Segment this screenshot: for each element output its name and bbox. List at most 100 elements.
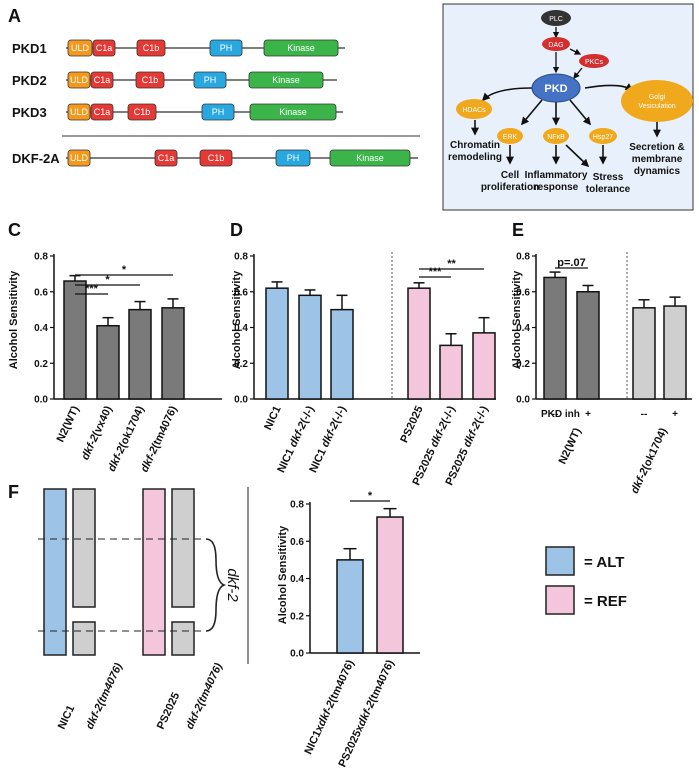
svg-text:membrane: membrane (632, 154, 683, 165)
bar (576, 291, 600, 400)
svg-text:C1a: C1a (158, 153, 175, 163)
domain-kinase (329, 149, 411, 167)
svg-text:ERK: ERK (503, 134, 518, 141)
node-dag (542, 37, 570, 51)
svg-text:HDACs: HDACs (462, 107, 486, 114)
svg-text:Cell: Cell (501, 170, 520, 181)
chart-e: Alcohol Sensitivity PKD inh 0.00.20.40.6… (511, 252, 692, 496)
bar (376, 516, 404, 654)
legend: = ALT = REF (545, 546, 627, 615)
significance-label: p=.07 (557, 257, 585, 269)
domain-c1b (199, 149, 233, 167)
bar (265, 287, 289, 400)
bar-dkf2-lower-2 (171, 621, 195, 656)
svg-text:DAG: DAG (548, 42, 563, 49)
bar (472, 332, 496, 400)
pathway-diagram: PLC DAG PKCs PKD HDACs ERK NFκB Hsp27 Go… (442, 3, 694, 211)
chromosome-diagram: dkf-2 NIC1 dkf-2(tm4076) PS2025 dkf-2(tm… (38, 487, 249, 732)
bar (128, 308, 152, 400)
legend-swatch-alt (545, 546, 575, 576)
svg-text:Kinase: Kinase (356, 153, 384, 163)
domain-kinase (248, 71, 324, 89)
svg-text:Chromatin: Chromatin (450, 140, 500, 151)
bar (632, 307, 656, 400)
protein-pkd1: PKD1 ULD C1a C1b PH Kinase (12, 39, 345, 57)
panel-label-d: D (230, 220, 243, 240)
y-tick-label: 0.6 (516, 287, 530, 298)
bar-dkf2-lower (72, 621, 96, 656)
y-tick-label: 0.0 (34, 395, 48, 406)
chart-d: Alcohol Sensitivity 0.00.20.40.60.8NIC1N… (231, 252, 496, 487)
legend-alt: = ALT (584, 554, 624, 571)
y-tick-label: 0.8 (290, 500, 304, 511)
svg-text:remodeling: remodeling (448, 152, 502, 163)
svg-text:Kinase: Kinase (272, 75, 300, 85)
svg-text:Secretion &: Secretion & (629, 142, 685, 153)
svg-text:C1b: C1b (143, 43, 160, 53)
svg-text:PKCs: PKCs (585, 59, 603, 66)
svg-text:PH: PH (287, 153, 300, 163)
svg-text:PH: PH (204, 75, 217, 85)
bar-ps2025 (142, 488, 166, 656)
y-tick-label: 0.0 (290, 649, 304, 660)
domain-c1b (135, 71, 165, 89)
significance-label: * (368, 490, 373, 502)
y-tick-label: 0.6 (234, 287, 248, 298)
significance-label: *** (85, 283, 99, 295)
y-tick-label: 0.4 (234, 323, 248, 334)
svg-text:C1a: C1a (96, 43, 113, 53)
node-plc (541, 10, 571, 26)
x-tick-label: N2(WT) (55, 404, 82, 444)
svg-text:C1b: C1b (134, 107, 151, 117)
domain-uld (67, 71, 91, 89)
svg-text:response: response (534, 182, 579, 193)
domain-ph (201, 103, 235, 121)
svg-text:ULD: ULD (70, 75, 89, 85)
bar (96, 324, 120, 400)
svg-text:Hsp27: Hsp27 (593, 134, 613, 141)
svg-text:PH: PH (212, 107, 225, 117)
domain-uld (67, 39, 93, 57)
panel-label-f: F (8, 482, 19, 502)
y-tick-label: 0.8 (34, 252, 48, 263)
svg-text:dkf-2: dkf-2 (224, 568, 241, 602)
svg-text:Vesiculation: Vesiculation (638, 103, 675, 110)
domain-ph (209, 39, 243, 57)
node-pkd (531, 73, 581, 103)
bar (161, 307, 185, 400)
svg-text:dynamics: dynamics (634, 166, 681, 177)
brace (205, 538, 227, 632)
svg-text:ULD: ULD (70, 107, 89, 117)
significance-label: ** (447, 258, 456, 270)
svg-text:tolerance: tolerance (586, 184, 631, 195)
bar (63, 280, 87, 400)
svg-text:Stress: Stress (593, 172, 624, 183)
node-pkcs (579, 54, 609, 68)
y-tick-label: 0.0 (516, 395, 530, 406)
svg-text:PKD: PKD (544, 83, 567, 95)
y-tick-label: 0.4 (290, 574, 304, 585)
legend-ref: = REF (584, 593, 627, 610)
protein-name: PKD3 (12, 105, 47, 120)
y-axis-label: Alcohol Sensitivity (231, 270, 243, 369)
bar-label: PS2025 (155, 691, 182, 732)
domain-ph (275, 149, 311, 167)
svg-text:ULD: ULD (71, 43, 90, 53)
domain-uld (67, 103, 91, 121)
bar (330, 308, 354, 400)
treatment-value: + (585, 409, 591, 420)
bar (298, 294, 322, 400)
node-nfkb (543, 128, 569, 144)
bar (543, 276, 567, 400)
y-tick-label: 0.0 (234, 395, 248, 406)
significance-label: *** (429, 266, 443, 278)
svg-text:Golgi: Golgi (649, 94, 666, 101)
bar (663, 305, 687, 400)
x-tick-label: NIC1 (262, 404, 283, 432)
svg-text:Inflammatory: Inflammatory (525, 170, 588, 181)
svg-text:C1b: C1b (208, 153, 225, 163)
domain-c1b (127, 103, 157, 121)
node-hsp27 (589, 128, 617, 144)
y-axis-label: Alcohol Sensitivity (8, 270, 20, 369)
